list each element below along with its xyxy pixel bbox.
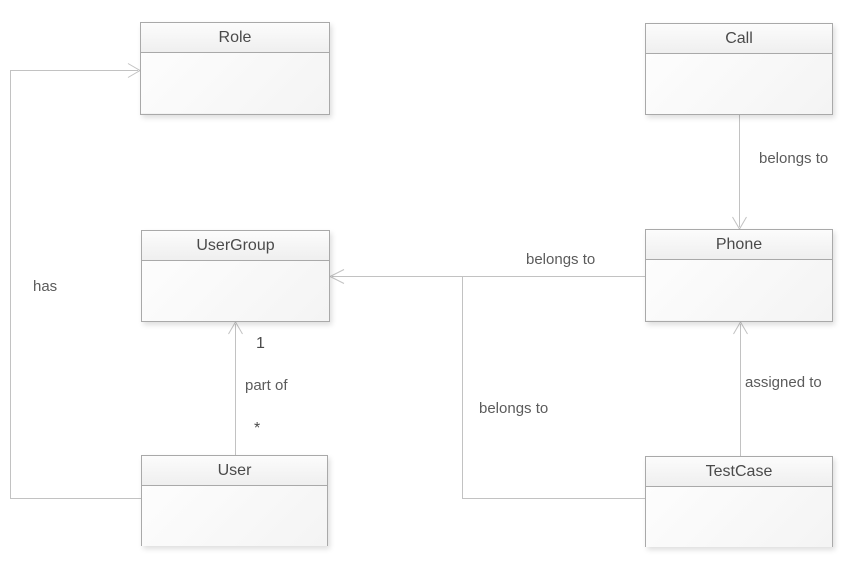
edge-label-belongs-to-testcase-usergroup[interactable]: belongs to [479, 400, 549, 417]
class-box-call[interactable]: Call [645, 23, 833, 115]
class-body-role [141, 53, 329, 113]
association-testcase-usergroup[interactable] [462, 276, 646, 499]
class-box-role[interactable]: Role [140, 22, 330, 115]
class-box-phone[interactable]: Phone [645, 229, 833, 322]
class-box-usergroup[interactable]: UserGroup [141, 230, 330, 322]
edge-label-part-of[interactable]: part of [245, 377, 288, 394]
class-body-user [142, 486, 327, 546]
class-title-user: User [142, 456, 327, 486]
class-box-testcase[interactable]: TestCase [645, 456, 833, 547]
edge-label-belongs-to-call-phone[interactable]: belongs to [759, 150, 829, 167]
multiplicity-label-many[interactable]: * [254, 420, 261, 437]
class-body-phone [646, 260, 832, 320]
edge-label-belongs-to-phone-usergroup[interactable]: belongs to [526, 251, 596, 268]
class-box-user[interactable]: User [141, 455, 328, 546]
open-arrowhead-icon [328, 269, 345, 284]
class-body-call [646, 54, 832, 114]
edge-label-has[interactable]: has [33, 278, 58, 295]
multiplicity-label-one[interactable]: 1 [256, 335, 265, 352]
open-arrowhead-icon [733, 321, 748, 335]
open-arrowhead-icon [228, 321, 243, 335]
association-user-role[interactable] [10, 70, 142, 499]
class-title-phone: Phone [646, 230, 832, 260]
edge-label-assigned-to[interactable]: assigned to [745, 374, 822, 391]
class-title-testcase: TestCase [646, 457, 832, 487]
class-title-usergroup: UserGroup [142, 231, 329, 261]
class-title-role: Role [141, 23, 329, 53]
class-body-usergroup [142, 261, 329, 321]
class-body-testcase [646, 487, 832, 547]
class-title-call: Call [646, 24, 832, 54]
